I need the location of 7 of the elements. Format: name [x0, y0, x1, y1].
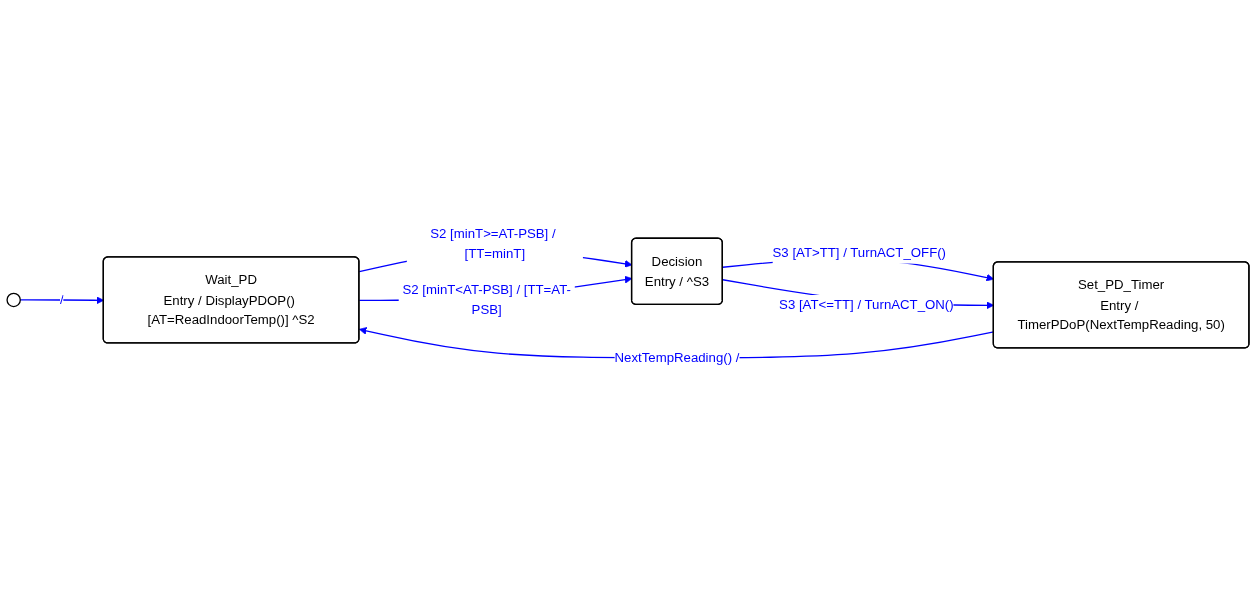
edge-label: S2 [minT>=AT-PSB] / [TT=minT] — [430, 225, 556, 261]
edge-label: S3 [AT<=TT] / TurnACT_ON() — [779, 296, 954, 312]
node-circle — [6, 292, 21, 308]
edge-label: / — [59, 291, 64, 307]
edge-label: S3 [AT>TT] / TurnACT_OFF() — [772, 245, 947, 261]
edge-label: S2 [minT<AT-PSB] / [TT=AT-PSB] — [402, 281, 571, 317]
edge-label: NextTempReading() / — [614, 349, 740, 365]
